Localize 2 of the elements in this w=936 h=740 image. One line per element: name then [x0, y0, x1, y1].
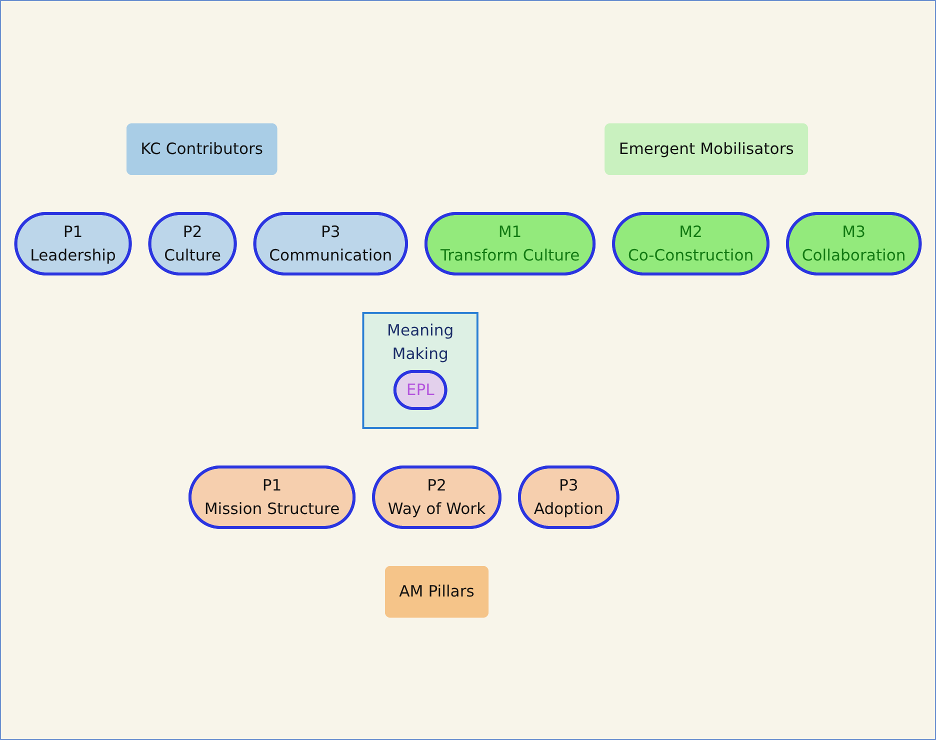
- cluster: [362, 311, 478, 428]
- diagram-drawing: Meaning Making EPL KC Contributors P1 Leadership P2 Culture P3 Communication Emergent Mobilisators M1 Transform Culture M2 Co-Construction M3 Collaboration P1 Mission Structure P2 Way of Work P3 Adoption AM Pillars: [8, 116, 928, 624]
